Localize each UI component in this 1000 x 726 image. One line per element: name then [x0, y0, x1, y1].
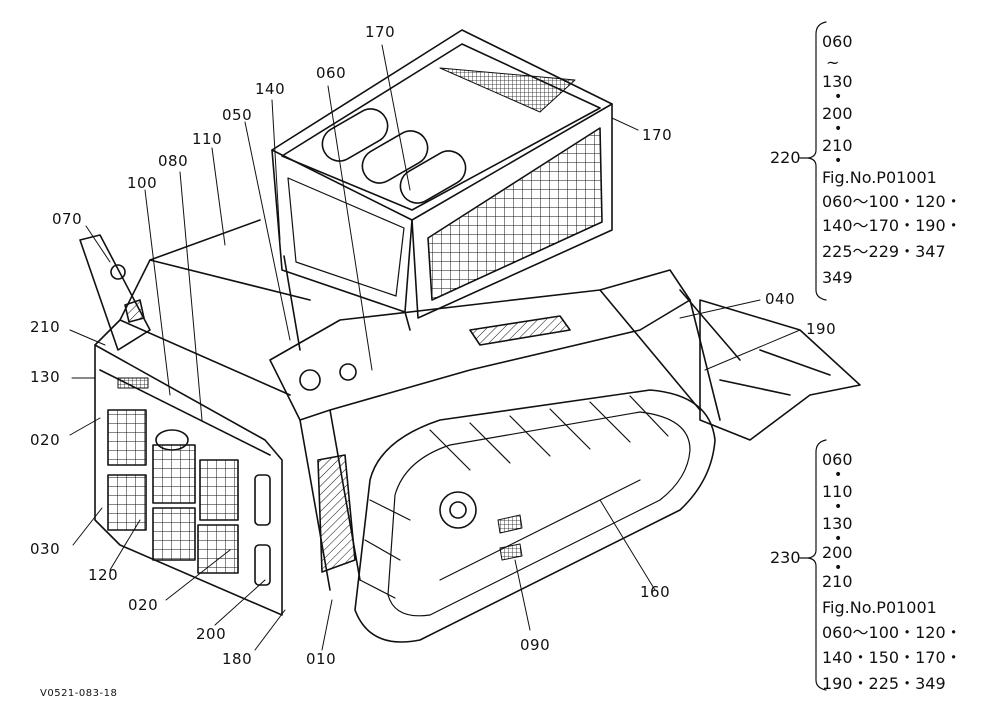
callout-050: 050 — [222, 106, 253, 124]
callout-130: 130 — [30, 368, 61, 386]
ref-230-label: 230 — [770, 548, 801, 567]
bucket — [699, 299, 861, 441]
ref-220-line: 140～170・190・ — [822, 216, 962, 235]
callout-170-top: 170 — [365, 23, 396, 41]
callout-070: 070 — [52, 210, 83, 228]
ref-230-line: 210 — [822, 572, 853, 591]
callout-040: 040 — [765, 290, 796, 308]
ref-230-line: 190・225・349 — [822, 674, 946, 693]
callout-100: 100 — [127, 174, 158, 192]
track — [354, 389, 716, 643]
ref-220-line: 060～100・120・ — [822, 192, 962, 211]
ref-230-line: Fig.No.P01001 — [822, 598, 937, 617]
callout-020-left: 020 — [30, 431, 61, 449]
callout-170-right: 170 — [642, 126, 673, 144]
machine-body — [79, 219, 311, 616]
ref-230-line: 060 — [822, 450, 853, 469]
ref-220-dot: • — [834, 89, 843, 105]
ref-220-line: 200 — [822, 104, 853, 123]
callout-210: 210 — [30, 318, 61, 336]
drawing-code: V0521-083-18 — [40, 688, 118, 699]
callout-030: 030 — [30, 540, 61, 558]
callout-080: 080 — [158, 152, 189, 170]
ref-220-line: 225～229・347 — [822, 242, 946, 261]
ref-220-line: 130 — [822, 72, 853, 91]
callout-020-bottom: 020 — [128, 596, 159, 614]
ref-230-line: 130 — [822, 514, 853, 533]
cab-body — [271, 103, 613, 351]
ref-220-line: 210 — [822, 136, 853, 155]
callout-200: 200 — [196, 625, 227, 643]
callout-090: 090 — [520, 636, 551, 654]
ref-230-dot: • — [834, 499, 843, 515]
ref-220-line: Fig.No.P01001 — [822, 168, 937, 187]
ref-220-dot: • — [834, 121, 843, 137]
ref-230-line: 200 — [822, 543, 853, 562]
ref-230-line: 140・150・170・ — [822, 648, 962, 667]
callout-060: 060 — [316, 64, 347, 82]
callout-190: 190 — [806, 320, 837, 338]
callout-140: 140 — [255, 80, 286, 98]
ref-220-label: 220 — [770, 148, 801, 167]
ref-220-line: 060 — [822, 32, 853, 51]
reference-brackets — [799, 21, 827, 691]
callout-160: 160 — [640, 583, 671, 601]
ref-230-line: 110 — [822, 482, 853, 501]
callout-110: 110 — [192, 130, 223, 148]
callout-180: 180 — [222, 650, 253, 668]
lift-arm — [269, 269, 741, 591]
ref-230-dot: • — [834, 560, 843, 576]
ref-220-dot: • — [834, 153, 843, 169]
callout-120: 120 — [88, 566, 119, 584]
callout-010: 010 — [306, 650, 337, 668]
ref-220-line: ~ — [826, 53, 840, 72]
ref-220-line: 349 — [822, 268, 853, 287]
ref-230-line: 060～100・120・ — [822, 623, 962, 642]
leader-lines — [69, 44, 801, 651]
ref-230-dot: • — [834, 467, 843, 483]
ref-230-dot: • — [834, 531, 843, 547]
